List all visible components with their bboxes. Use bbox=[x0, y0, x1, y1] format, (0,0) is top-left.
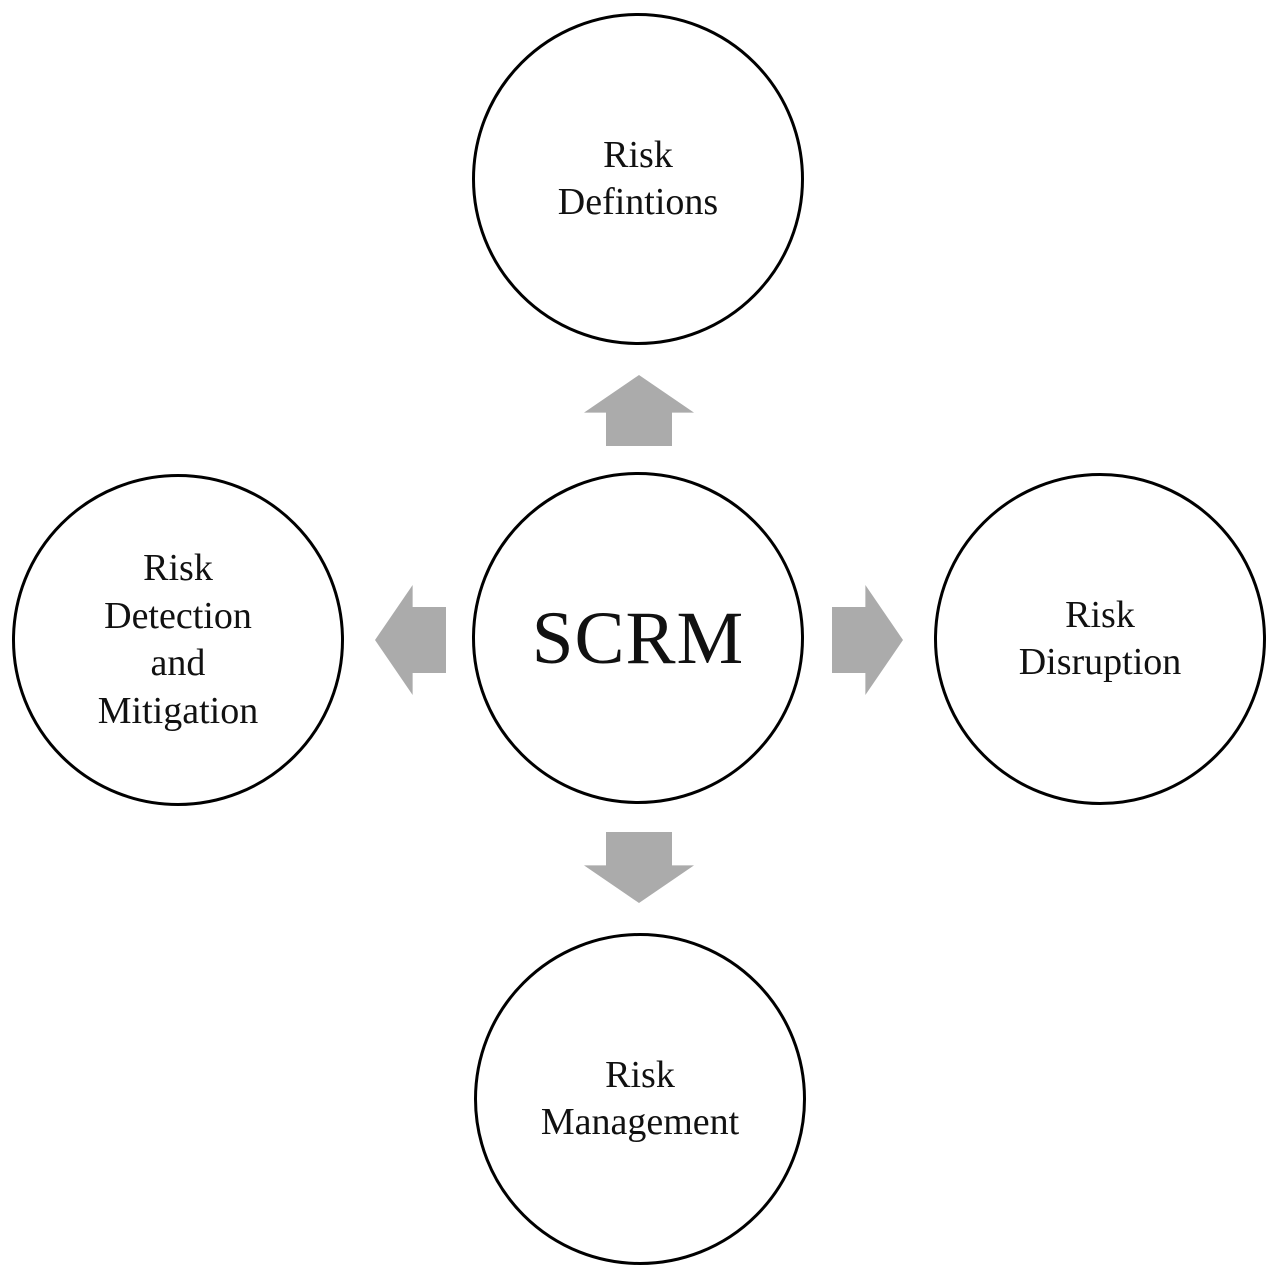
node-risk-management: Risk Management bbox=[474, 933, 806, 1265]
node-risk-defintions: Risk Defintions bbox=[472, 13, 804, 345]
node-risk-management-label: Risk Management bbox=[540, 1053, 740, 1144]
block-arrow-up-icon bbox=[584, 375, 694, 446]
node-risk-detection-and-mitigation-label: Risk Detection and Mitigation bbox=[97, 547, 259, 732]
node-risk-detection-and-mitigation: Risk Detection and Mitigation bbox=[12, 474, 344, 806]
node-risk-disruption: Risk Disruption bbox=[934, 473, 1266, 805]
node-risk-disruption-label: Risk Disruption bbox=[1018, 593, 1182, 684]
block-arrow-down-icon bbox=[584, 832, 694, 903]
node-risk-defintions-label: Risk Defintions bbox=[557, 133, 719, 224]
block-arrow-left-icon bbox=[375, 585, 446, 695]
node-scrm: SCRM bbox=[472, 472, 804, 804]
node-scrm-label: SCRM bbox=[531, 596, 745, 680]
block-arrow-right-icon bbox=[832, 585, 903, 695]
